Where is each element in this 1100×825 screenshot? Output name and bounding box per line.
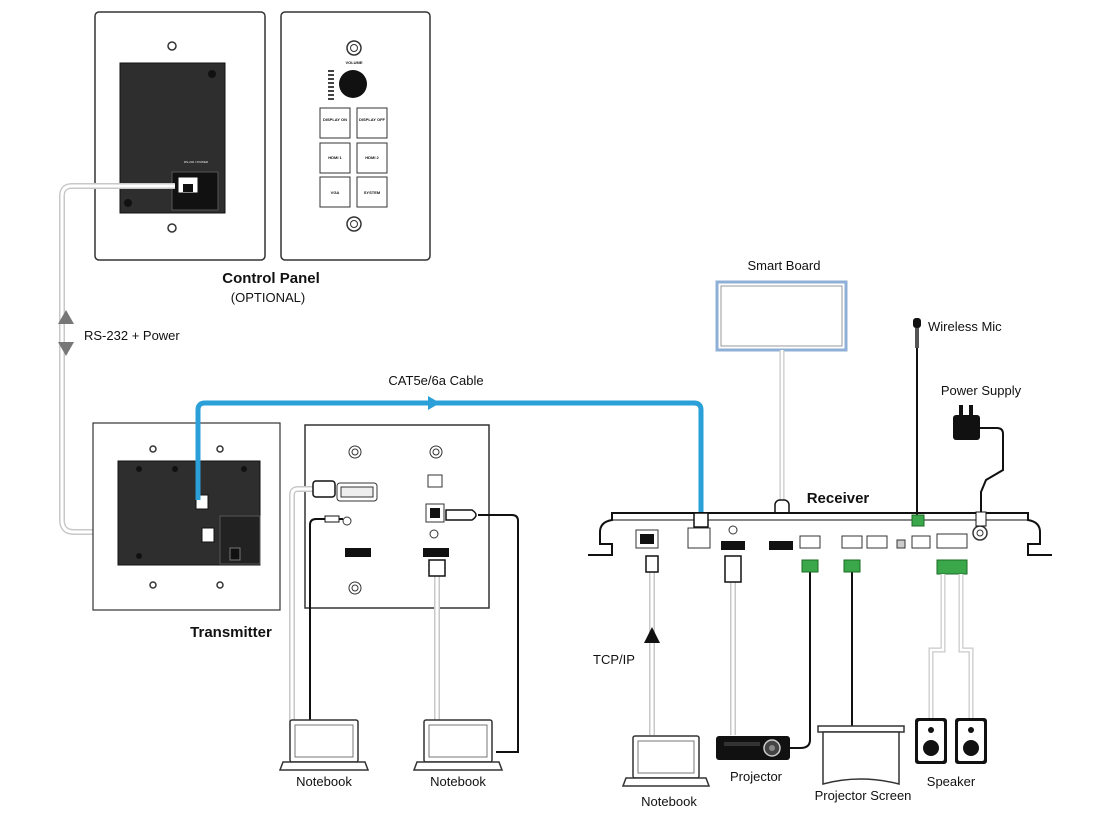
system-key[interactable]: SYSTEM: [356, 176, 388, 208]
hdmi2-cable: [428, 559, 446, 722]
receiver-label: Receiver: [807, 490, 870, 507]
hdmi2-port[interactable]: [423, 548, 449, 557]
hdbaset-port[interactable]: [687, 527, 711, 549]
notebook-2-icon: [412, 719, 504, 771]
speaker-cables: [928, 559, 974, 718]
speaker-right-icon: [955, 718, 987, 764]
control-panel-back: RS-232 / POWER: [94, 11, 266, 261]
speaker-label: Speaker: [927, 774, 976, 789]
hdmi1-port[interactable]: [345, 548, 371, 557]
control-terminal[interactable]: [866, 535, 888, 549]
relay-screen-cable: [843, 559, 861, 728]
speaker-left-icon: [915, 718, 947, 764]
rs232-power-label: RS-232 + Power: [84, 328, 180, 343]
vga-cable: [289, 480, 336, 722]
receiver-cat-plug: [693, 512, 709, 528]
notebook-3-icon: [621, 735, 711, 787]
system-key-label: SYSTEM: [364, 190, 381, 195]
rs232-power-cable: [59, 183, 205, 535]
power-supply-label: Power Supply: [941, 383, 1022, 398]
notebook-3-label: Notebook: [641, 794, 697, 809]
display-on-key[interactable]: DISPLAY ON: [319, 107, 351, 139]
projector-icon: [716, 736, 790, 760]
power-supply-cable: [975, 427, 1004, 527]
power-supply-icon: [953, 405, 980, 440]
wireless-mic-cable: [911, 346, 925, 527]
tcpip-label: TCP/IP: [593, 652, 635, 667]
projector-screen-label: Projector Screen: [815, 788, 912, 803]
hdmi1-key[interactable]: HDMI 1: [319, 142, 351, 174]
cat-cable: [195, 396, 704, 515]
usb-host-port[interactable]: [769, 541, 793, 550]
hdmi2-key-label: HDMI 2: [365, 155, 379, 160]
display-on-key-label: DISPLAY ON: [323, 117, 347, 122]
rs232-terminal[interactable]: [799, 535, 821, 549]
control-panel-front: VOLUME DISPLAY ON DISPLAY OFF HDMI 1 HDM…: [280, 11, 431, 261]
volume-label: VOLUME: [345, 60, 362, 65]
smart-board-usb-cable: [774, 350, 790, 535]
relay-terminal[interactable]: [841, 535, 863, 549]
projector-screen-icon: [817, 725, 905, 785]
cat-cable-label: CAT5e/6a Cable: [388, 373, 483, 388]
display-off-key[interactable]: DISPLAY OFF: [356, 107, 388, 139]
volume-led-meter: [328, 70, 334, 100]
notebook-2-label: Notebook: [430, 774, 486, 789]
notebook-1-label: Notebook: [296, 774, 352, 789]
volume-knob[interactable]: [339, 70, 367, 98]
wireless-mic-icon: [913, 318, 921, 348]
speaker-terminal[interactable]: [936, 533, 968, 549]
smart-board-label: Smart Board: [748, 258, 821, 273]
transmitter-label: Transmitter: [190, 624, 272, 641]
optical-port[interactable]: [427, 474, 443, 488]
tcpip-arrow: [644, 627, 660, 643]
vga-key-label: VGA: [331, 190, 340, 195]
audio-port[interactable]: [342, 516, 352, 526]
rs232-bidirectional-arrow: [58, 310, 74, 356]
hdmi1-key-label: HDMI 1: [328, 155, 342, 160]
control-panel-label: Control Panel: [222, 270, 320, 287]
display-off-key-label: DISPLAY OFF: [359, 117, 386, 122]
hdmi2-key[interactable]: HDMI 2: [356, 142, 388, 174]
projector-label: Projector: [730, 769, 783, 784]
hdmi-out-port[interactable]: [721, 541, 745, 550]
rs232-power-port-label: RS-232 / POWER: [184, 160, 209, 164]
smart-board: [715, 280, 848, 352]
hdmi-out-cable: [724, 555, 742, 735]
optional-label: (OPTIONAL): [231, 290, 305, 305]
lan-cable: [645, 555, 659, 735]
wireless-mic-label: Wireless Mic: [928, 319, 1002, 334]
transmitter-back: [92, 422, 281, 611]
mic-terminal[interactable]: [911, 535, 931, 549]
vga-key[interactable]: VGA: [319, 176, 351, 208]
audio-cable: [309, 515, 343, 722]
rs232-projector-cable: [790, 559, 819, 749]
notebook-1-icon: [278, 719, 370, 771]
usb-cable: [445, 509, 519, 753]
